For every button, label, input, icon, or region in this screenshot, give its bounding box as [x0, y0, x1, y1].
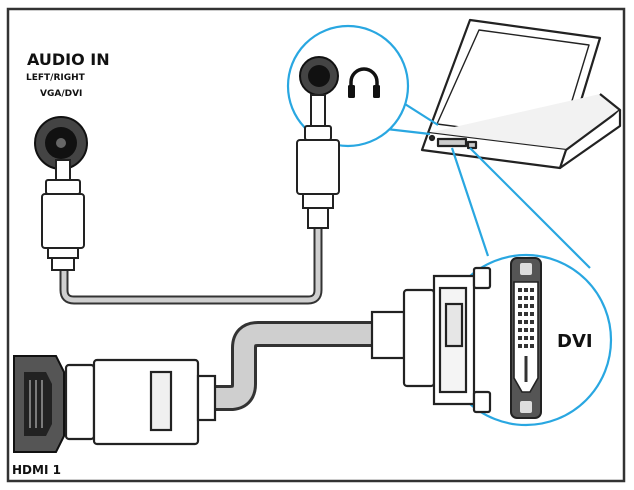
vga-dvi-label: VGA/DVI — [40, 89, 83, 99]
headphones-icon — [348, 67, 380, 98]
hdmi-port-icon — [13, 355, 65, 453]
audio-cable — [41, 94, 340, 305]
dvi-port-icon — [510, 257, 542, 419]
frame-border — [6, 7, 626, 483]
audio-in-port-icon — [34, 116, 88, 170]
hdmi-dvi-cable — [64, 266, 492, 446]
laptop-icon — [420, 18, 622, 170]
dvi-label: DVI — [557, 331, 593, 352]
dvi-callout — [439, 253, 613, 427]
audio-in-label: AUDIO IN — [27, 50, 110, 69]
hdmi-label: HDMI 1 — [12, 463, 61, 477]
left-right-label: LEFT/RIGHT — [26, 73, 85, 83]
